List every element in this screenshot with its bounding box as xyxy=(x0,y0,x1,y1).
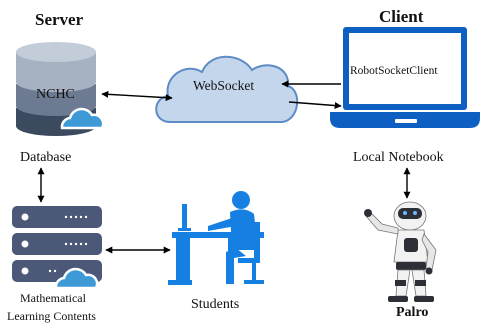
student-at-desk-icon xyxy=(168,191,264,285)
students-label: Students xyxy=(191,297,239,312)
server-title: Server xyxy=(35,10,84,29)
client-title: Client xyxy=(379,7,424,26)
local-notebook-label: Local Notebook xyxy=(353,150,444,165)
robot-socket-client-label: RobotSocketClient xyxy=(350,65,438,77)
math-contents-label-line2: Learning Contents xyxy=(7,309,96,323)
database-websocket-arrow xyxy=(101,90,173,102)
nchc-label: NCHC xyxy=(36,87,75,102)
server-rack-cloud-icon xyxy=(12,206,102,290)
laptop-icon xyxy=(330,27,480,128)
palro-robot-icon xyxy=(364,201,437,302)
database-label: Database xyxy=(20,150,71,165)
database-cloud-icon xyxy=(16,42,105,136)
math-contents-label-line1: Mathematical xyxy=(20,291,87,305)
websocket-to-client-arrow xyxy=(288,101,342,110)
palro-label: Palro xyxy=(396,305,428,320)
websocket-label: WebSocket xyxy=(193,78,254,93)
